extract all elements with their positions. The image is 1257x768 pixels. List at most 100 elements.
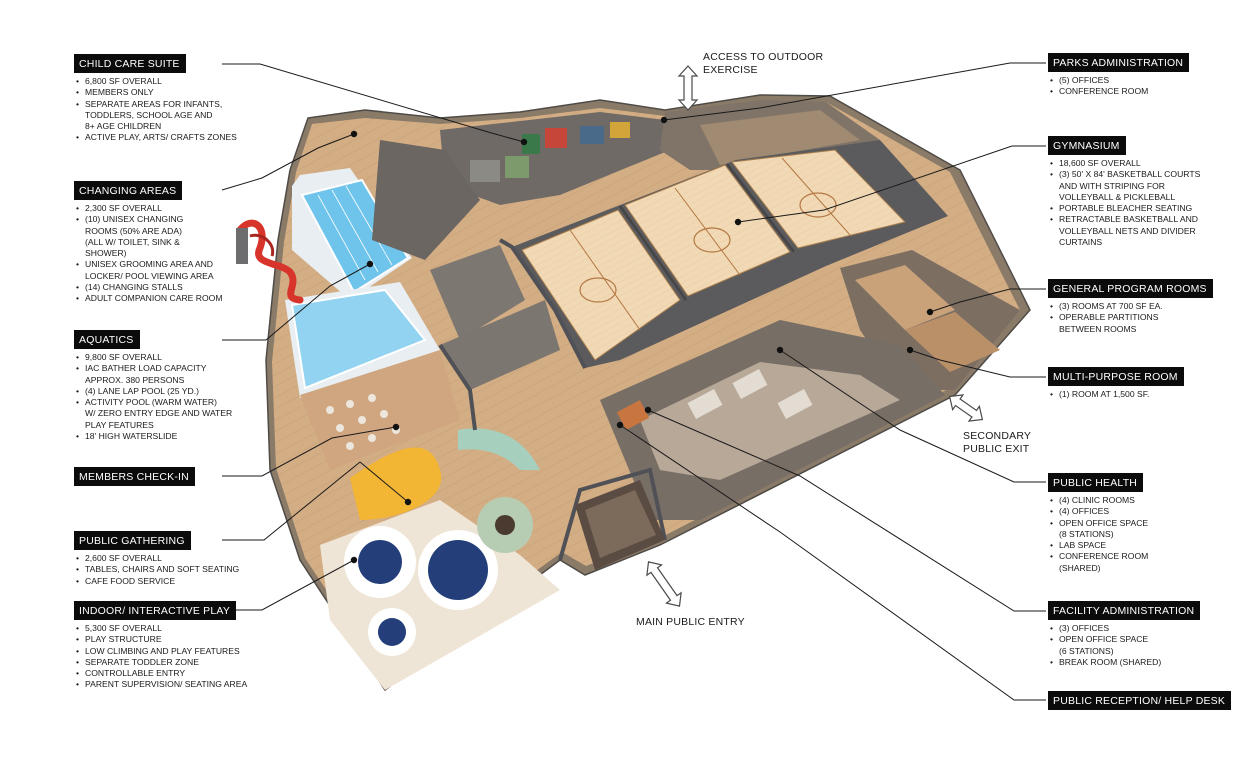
- callout-aquatics: AQUATICS 9,800 SF OVERALLIAC BATHER LOAD…: [74, 330, 232, 443]
- callout-item: (3) OFFICES: [1048, 623, 1200, 635]
- callout-item: (5) OFFICES: [1048, 75, 1189, 87]
- callout-item: PLAY STRUCTURE: [74, 634, 247, 646]
- callout-item: (1) ROOM AT 1,500 SF.: [1048, 389, 1184, 401]
- callout-title: PUBLIC RECEPTION/ HELP DESK: [1048, 691, 1232, 710]
- callout-parks-admin: PARKS ADMINISTRATION (5) OFFICESCONFEREN…: [1048, 53, 1190, 98]
- callout-item: 6,800 SF OVERALL: [74, 76, 237, 88]
- callout-item: 9,800 SF OVERALL: [74, 352, 232, 364]
- callout-item: CONTROLLABLE ENTRY: [74, 668, 247, 680]
- callout-item: (3) ROOMS AT 700 SF EA.: [1048, 301, 1213, 313]
- callout-indoor-play: INDOOR/ INTERACTIVE PLAY 5,300 SF OVERAL…: [74, 601, 247, 691]
- callout-item: 18' HIGH WATERSLIDE: [74, 431, 232, 443]
- leader-dot-public-gathering: [404, 498, 412, 506]
- callout-item: BREAK ROOM (SHARED): [1048, 657, 1200, 669]
- indoor-play-area: [320, 428, 560, 690]
- callout-item: OPEN OFFICE SPACE (8 STATIONS): [1048, 518, 1148, 541]
- callout-list: (1) ROOM AT 1,500 SF.: [1048, 389, 1184, 401]
- walls: [438, 238, 667, 561]
- callout-item: CAFE FOOD SERVICE: [74, 576, 239, 588]
- child-care-rooms: [440, 112, 670, 205]
- leader-dot-reception: [616, 421, 624, 429]
- leader-line-program-rooms: [929, 288, 1046, 313]
- leader-line-reception: [619, 424, 1046, 701]
- callout-item: OPEN OFFICE SPACE (6 STATIONS): [1048, 634, 1200, 657]
- callout-item: MEMBERS ONLY: [74, 87, 237, 99]
- callout-item: SEPARATE TODDLER ZONE: [74, 657, 247, 669]
- leader-dot-parks-admin: [660, 116, 668, 124]
- leader-line-public-health: [779, 349, 1046, 483]
- callout-gymnasium: GYMNASIUM 18,600 SF OVERALL(3) 50' x 84'…: [1048, 136, 1200, 248]
- callout-item: (4) LANE LAP POOL (25 YD.): [74, 386, 232, 398]
- gymnasium-courts: [512, 140, 948, 368]
- callout-title: PUBLIC HEALTH: [1048, 473, 1144, 492]
- leader-line-public-gathering: [222, 461, 409, 541]
- callout-list: (3) ROOMS AT 700 SF EA.OPERABLE PARTITIO…: [1048, 301, 1213, 335]
- callout-list: (4) CLINIC ROOMS(4) OFFICESOPEN OFFICE S…: [1048, 495, 1148, 574]
- callout-item: LOW CLIMBING AND PLAY FEATURES: [74, 646, 247, 658]
- leader-dot-changing: [350, 130, 358, 138]
- callout-multipurpose: MULTI-PURPOSE ROOM (1) ROOM AT 1,500 SF.: [1048, 367, 1184, 401]
- callout-list: 18,600 SF OVERALL(3) 50' x 84' BASKETBAL…: [1048, 158, 1200, 248]
- aquatics-pools: [285, 168, 440, 398]
- callout-item: (3) 50' x 84' BASKETBALL COURTS AND WITH…: [1048, 169, 1200, 203]
- leader-dot-multipurpose: [906, 346, 914, 354]
- callout-title: CHILD CARE SUITE: [74, 54, 186, 73]
- flow-label-outdoor-exercise: ACCESS TO OUTDOOR EXERCISE: [703, 51, 824, 76]
- callout-item: IAC BATHER LOAD CAPACITY APPROX. 380 PER…: [74, 363, 232, 386]
- callout-changing-areas: CHANGING AREAS 2,300 SF OVERALL(10) UNIS…: [74, 181, 223, 305]
- callout-item: LAB SPACE: [1048, 540, 1148, 552]
- callout-title: AQUATICS: [74, 330, 140, 349]
- leader-line-aquatics: [222, 263, 371, 341]
- leader-line-changing: [221, 133, 355, 191]
- callout-reception: PUBLIC RECEPTION/ HELP DESK: [1048, 691, 1232, 710]
- flow-arrows: [646, 65, 984, 607]
- callout-list: 9,800 SF OVERALLIAC BATHER LOAD CAPACITY…: [74, 352, 232, 443]
- callout-item: PARENT SUPERVISION/ SEATING AREA: [74, 679, 247, 691]
- callout-list: 2,300 SF OVERALL(10) UNISEX CHANGING ROO…: [74, 203, 223, 305]
- leader-line-child-care: [222, 63, 525, 143]
- callout-item: 2,600 SF OVERALL: [74, 553, 239, 565]
- leader-line-facility-admin: [647, 409, 1046, 612]
- leader-dot-program-rooms: [926, 308, 934, 316]
- callout-public-gathering: PUBLIC GATHERING 2,600 SF OVERALLTABLES,…: [74, 531, 239, 587]
- callout-title: MULTI-PURPOSE ROOM: [1048, 367, 1184, 386]
- leader-line-gymnasium: [737, 145, 1046, 223]
- leader-dot-public-health: [776, 346, 784, 354]
- callout-item: (10) UNISEX CHANGING ROOMS (50% ARE ADA)…: [74, 214, 223, 259]
- callout-item: 2,300 SF OVERALL: [74, 203, 223, 215]
- leader-dot-gymnasium: [734, 218, 742, 226]
- callout-item: ACTIVITY POOL (WARM WATER) W/ ZERO ENTRY…: [74, 397, 232, 431]
- leader-line-multipurpose: [909, 349, 1046, 378]
- callout-title: MEMBERS CHECK-IN: [74, 467, 195, 486]
- flow-label-secondary-exit: SECONDARY PUBLIC EXIT: [963, 430, 1032, 455]
- callout-list: (3) OFFICESOPEN OFFICE SPACE (6 STATIONS…: [1048, 623, 1200, 668]
- callout-list: (5) OFFICESCONFERENCE ROOM: [1048, 75, 1189, 98]
- entry-vestibule: [575, 480, 665, 570]
- callout-title: GYMNASIUM: [1048, 136, 1126, 155]
- callout-title: FACILITY ADMINISTRATION: [1048, 601, 1201, 620]
- callout-item: ACTIVE PLAY, ARTS/ CRAFTS ZONES: [74, 132, 237, 144]
- callout-item: 5,300 SF OVERALL: [74, 623, 247, 635]
- callout-program-rooms: GENERAL PROGRAM ROOMS (3) ROOMS AT 700 S…: [1048, 279, 1213, 335]
- cafe-seating: [300, 350, 460, 470]
- callout-list: 6,800 SF OVERALLMEMBERS ONLYSEPARATE ARE…: [74, 76, 237, 144]
- callout-item: PORTABLE BLEACHER SEATING: [1048, 203, 1200, 215]
- callout-item: (4) CLINIC ROOMS: [1048, 495, 1148, 507]
- callout-item: CONFERENCE ROOM: [1048, 86, 1189, 98]
- flow-label-main-entry: MAIN PUBLIC ENTRY: [636, 616, 745, 628]
- leader-line-members-checkin: [222, 426, 397, 477]
- callout-item: (4) OFFICES: [1048, 506, 1148, 518]
- main-entry-arrow-icon: [646, 561, 682, 607]
- callout-title: PUBLIC GATHERING: [74, 531, 191, 550]
- callout-public-health: PUBLIC HEALTH (4) CLINIC ROOMS(4) OFFICE…: [1048, 473, 1148, 574]
- leader-line-parks-admin: [663, 62, 1046, 121]
- changing-rooms: [372, 140, 560, 390]
- leader-lines: [221, 62, 1046, 701]
- outdoor-access-arrow-icon: [677, 65, 699, 111]
- callout-title: INDOOR/ INTERACTIVE PLAY: [74, 601, 237, 620]
- leader-dot-child-care: [520, 138, 528, 146]
- callout-title: PARKS ADMINISTRATION: [1048, 53, 1190, 72]
- callout-item: CONFERENCE ROOM (SHARED): [1048, 551, 1148, 574]
